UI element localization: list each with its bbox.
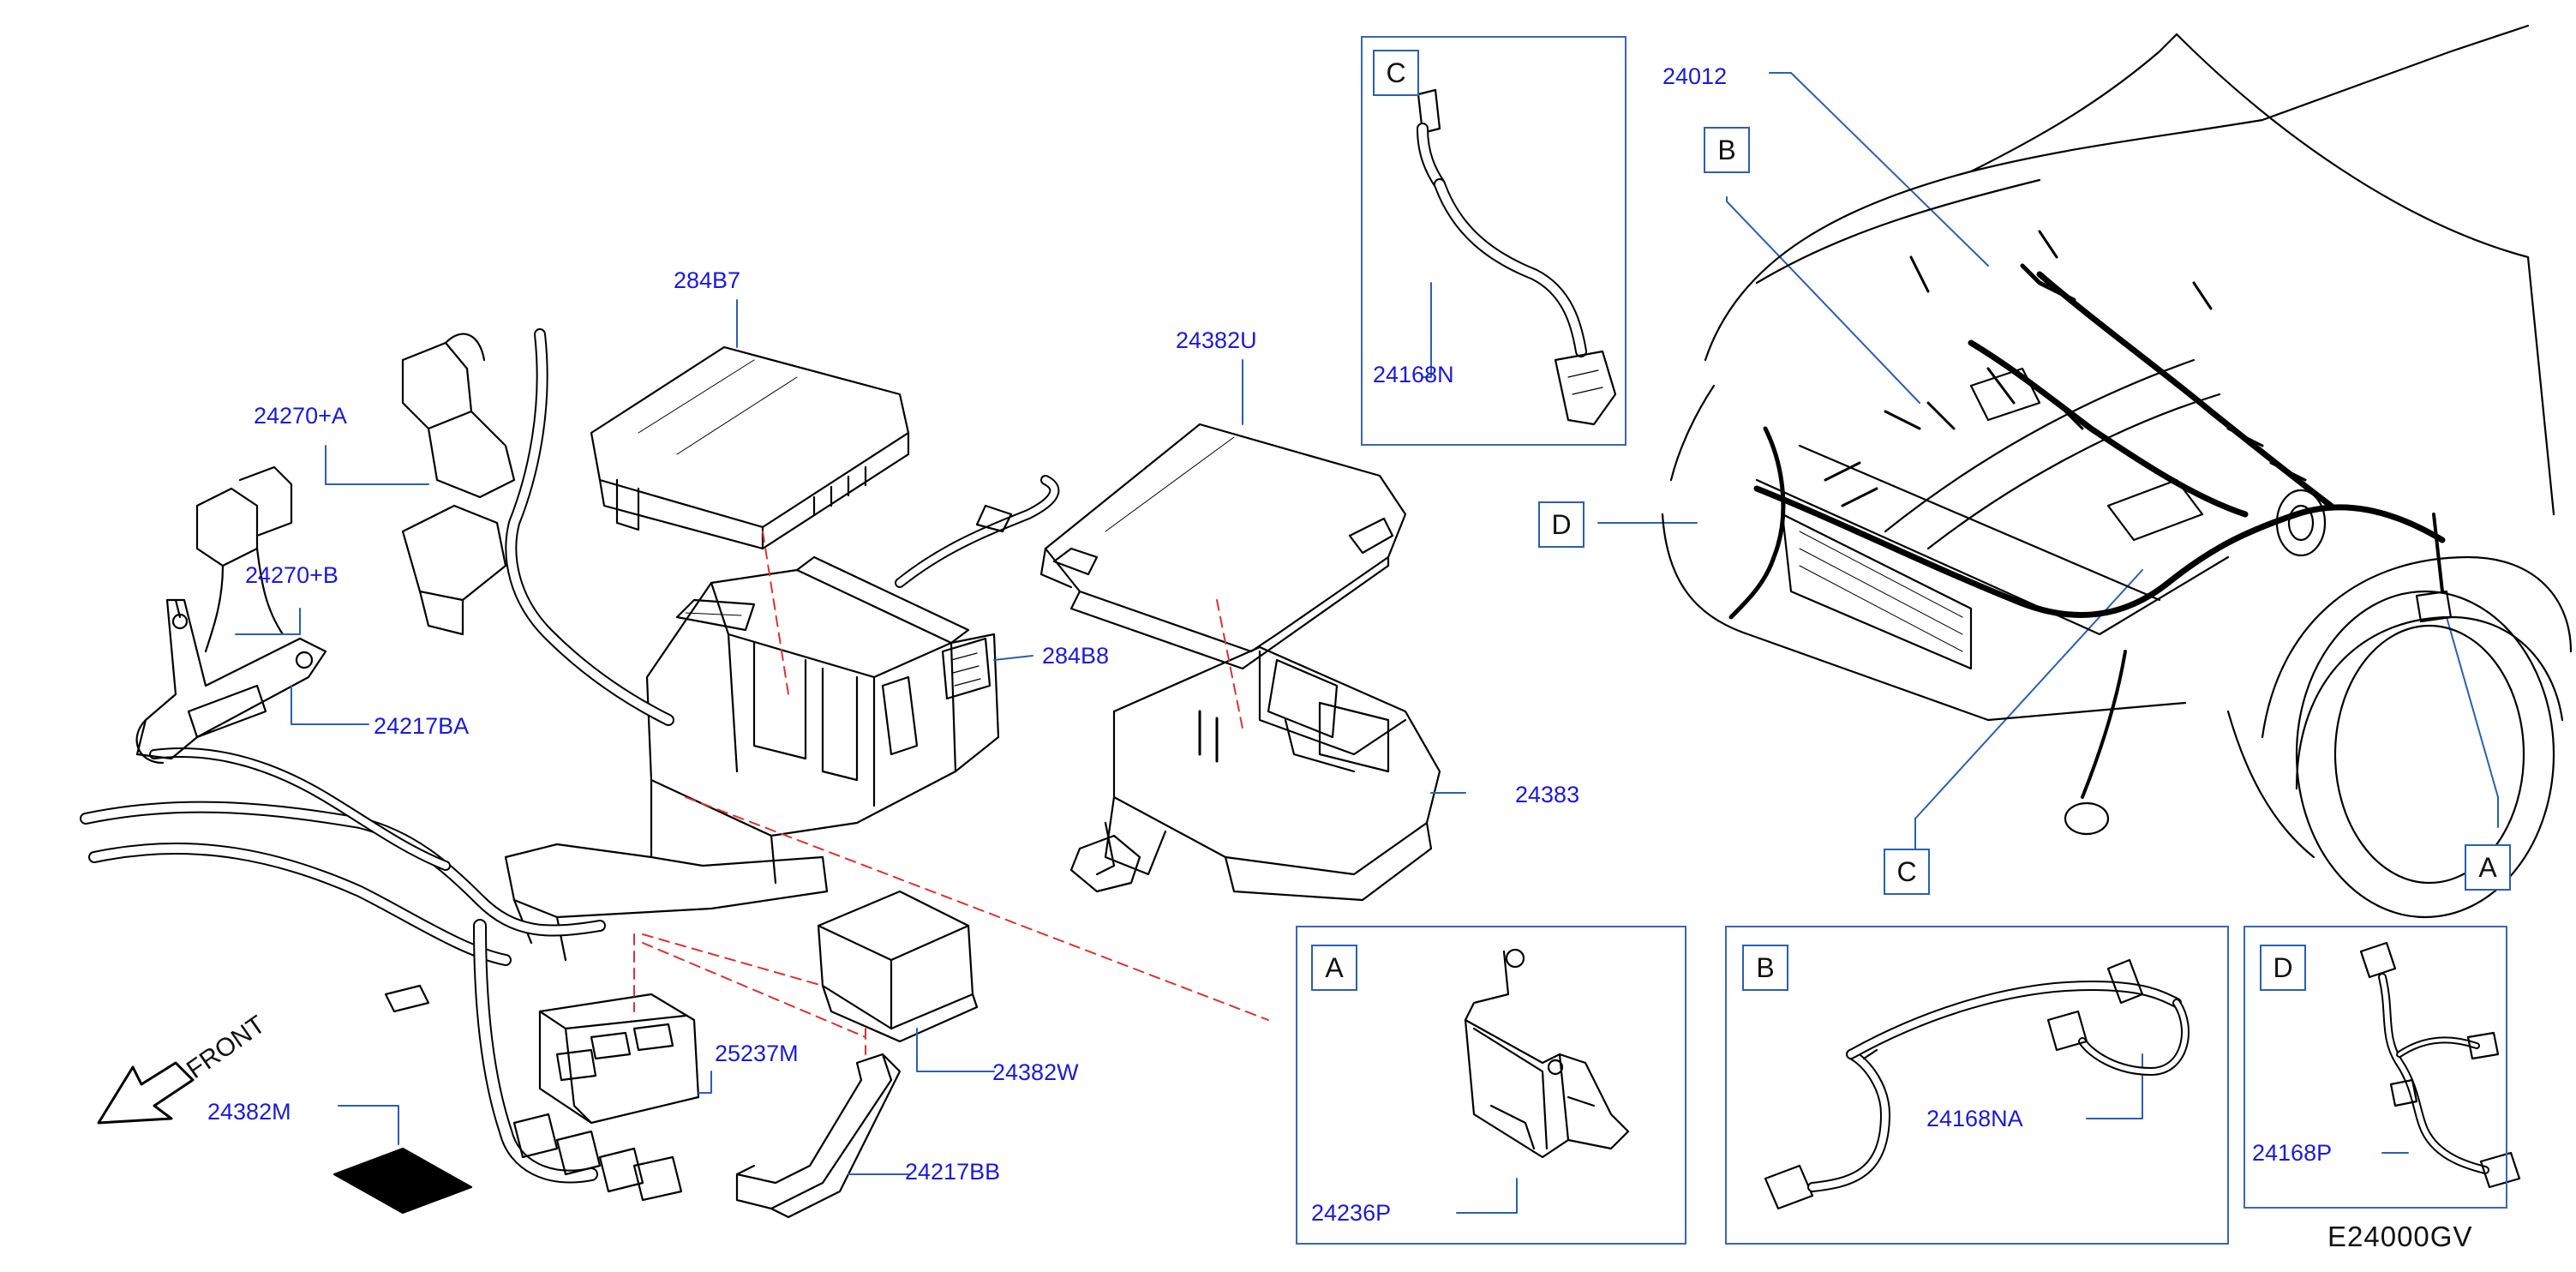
front-arrow-icon [97,1061,195,1125]
view-tag-d-inset: D [2260,945,2306,991]
view-tag-d-car: D [1538,501,1585,548]
view-tag-a-car: A [2465,844,2511,891]
detail-panel-d [2244,926,2507,1209]
callout-24012[interactable]: 24012 [1662,63,1728,89]
detail-panel-a [1296,926,1686,1245]
detail-panel-b [1725,926,2229,1245]
connector-24270A [401,333,516,636]
callout-24236P[interactable]: 24236P [1311,1200,1392,1226]
view-tag-c-car: C [1884,849,1930,895]
callout-leader-lines [235,72,2499,1214]
relay-block-25237M [538,993,700,1125]
callout-24217BA[interactable]: 24217BA [374,713,470,739]
label-patch-24382M [332,1147,473,1215]
callout-24382U[interactable]: 24382U [1176,327,1257,353]
callout-24168N[interactable]: 24168N [1373,362,1454,387]
connector-24270B [195,465,293,653]
view-tag-b-car: B [1704,127,1750,173]
fuse-box-24383 [1069,645,1441,902]
diagram-code: E24000GV [2327,1221,2473,1252]
view-tag-c-inset: C [1373,50,1419,96]
callout-25237M[interactable]: 25237M [715,1041,799,1066]
callout-24383[interactable]: 24383 [1515,782,1580,807]
engine-room-harness-assembly [80,328,1060,1202]
bracket-24217BA [135,598,327,765]
relay-cover-24382W [817,890,979,1043]
inset-b-cable-24168NA [1764,958,2190,1210]
bracket-24217BB [735,1053,902,1219]
relay-box-cover-284B7 [590,345,910,550]
dashed-assembly-guides [633,531,1269,1055]
callout-24270A[interactable]: 24270+A [254,403,347,429]
view-tag-b-inset: B [1742,945,1788,991]
callout-284B7[interactable]: 284B7 [674,267,741,293]
inset-d-cable-24168P [2359,941,2521,1189]
inset-c-cable-24168N [1417,88,1617,426]
inset-a-bracket-24236P [1464,948,1630,1159]
callout-24168NA[interactable]: 24168NA [1926,1106,2023,1131]
callout-24270B[interactable]: 24270+B [245,562,338,588]
callout-24382M[interactable]: 24382M [207,1099,291,1125]
callout-284B8[interactable]: 284B8 [1042,643,1110,669]
vehicle-engine-bay-drawing [1661,24,2573,919]
view-tag-a-inset: A [1311,945,1357,991]
callout-24382W[interactable]: 24382W [992,1059,1079,1085]
fuse-box-cover-24382U [1039,423,1407,670]
callout-24168P[interactable]: 24168P [2252,1140,2333,1166]
callout-24217BB[interactable]: 24217BB [905,1159,1001,1185]
detail-panel-c [1361,36,1626,446]
